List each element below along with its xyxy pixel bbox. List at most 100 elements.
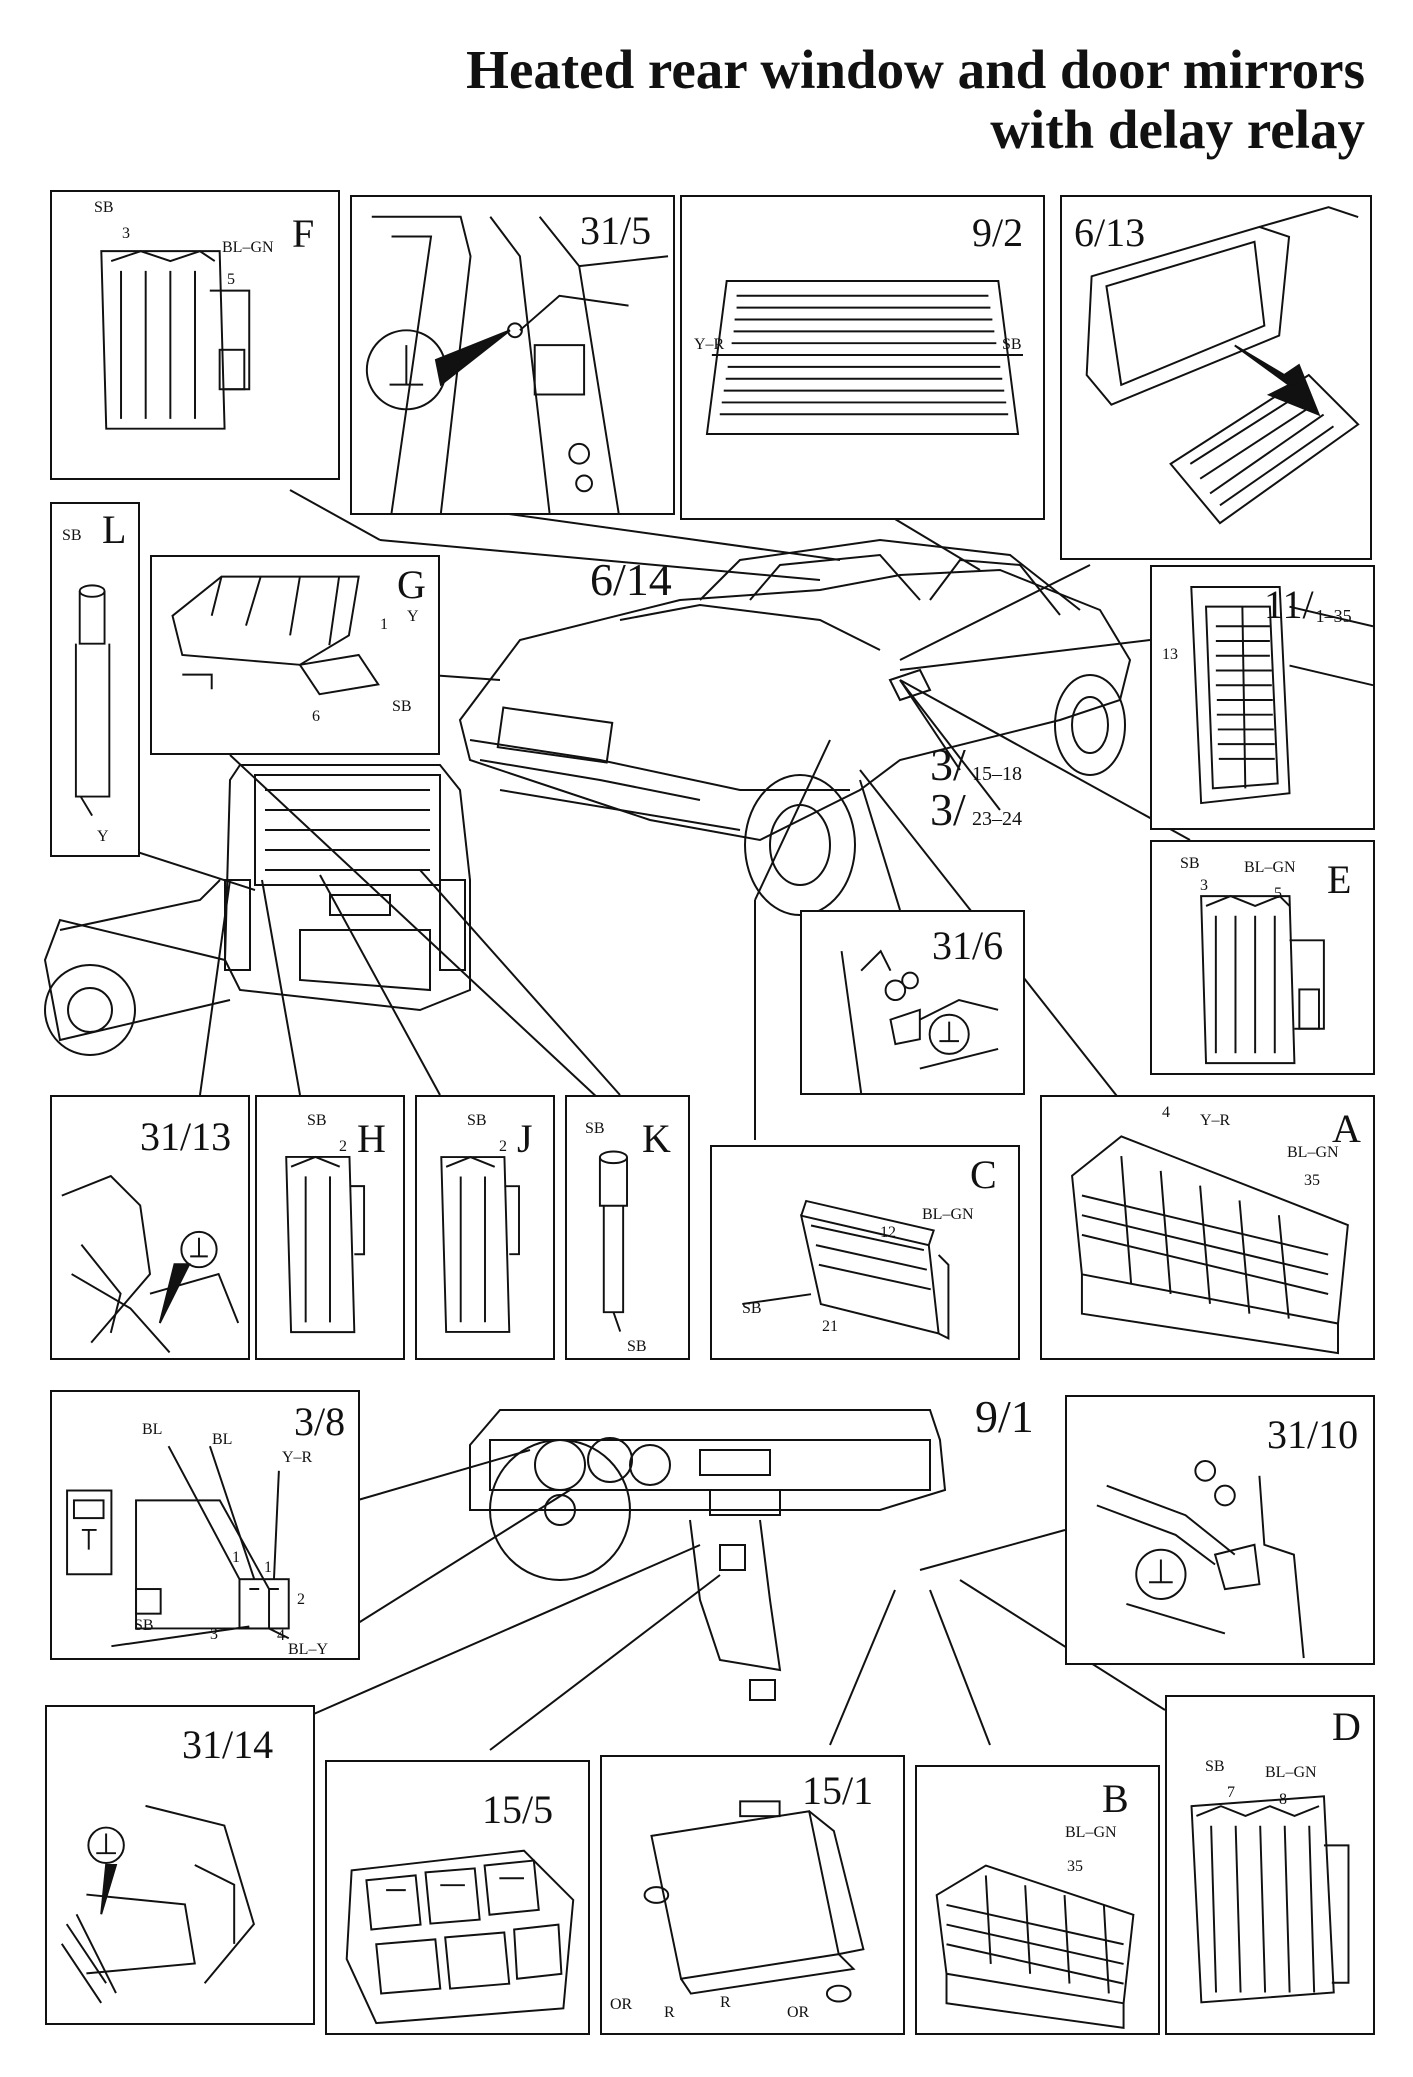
relay-box-icon — [345, 1849, 575, 2025]
panel-11-1-35: 11/1–35 13 — [1150, 565, 1375, 830]
callout-3-15-18-sub: 15–18 — [972, 763, 1022, 785]
wire-label-bl-y: BL–Y — [288, 1641, 328, 1658]
connector-icon — [285, 1155, 366, 1334]
callout-3-15-18: 3/ — [930, 739, 966, 790]
panel-31-10: 31/10 — [1065, 1395, 1375, 1665]
car-front-illustration — [458, 538, 1132, 916]
connector-icon — [598, 1150, 628, 1332]
wire-label-sb: SB — [742, 1300, 762, 1317]
connector-letter: A — [1332, 1106, 1361, 1151]
connector-letter: D — [1332, 1704, 1361, 1749]
panel-j: J SB 2 — [415, 1095, 555, 1360]
connector-icon — [74, 584, 111, 817]
panel-code: 31/14 — [182, 1722, 274, 1767]
panel-f: F SB 3 BL–GN 5 — [50, 190, 340, 480]
pin-label: 3 — [122, 225, 130, 242]
panel-9-2: 9/2 Y–R SB — [680, 195, 1045, 520]
fuse-number: 13 — [1162, 646, 1178, 663]
ground-point-icon — [1096, 1460, 1305, 1659]
connector-letter: J — [517, 1116, 533, 1161]
panel-code: 9/2 — [972, 210, 1024, 255]
ground-point-icon — [365, 215, 669, 513]
wire-label-bl: BL — [212, 1431, 233, 1448]
pin-label: 3 — [210, 1626, 218, 1643]
pin-label: 5 — [227, 271, 235, 288]
panel-c: C BL–GN 12 SB 21 — [710, 1145, 1020, 1360]
wire-label-sb: SB — [1180, 855, 1200, 872]
pin-label: 21 — [822, 1318, 838, 1335]
wire-label-bl: BL — [142, 1421, 163, 1438]
panel-3-8: 3/8 BL BL Y–R 1 1 2 SB 3 4 BL–Y — [50, 1390, 360, 1660]
wire-label-y: Y — [407, 608, 419, 625]
panel-31-13: 31/13 — [50, 1095, 250, 1360]
connector-letter: C — [970, 1152, 997, 1197]
pin-label: 7 — [1227, 1784, 1235, 1801]
wire-label-sb: SB — [585, 1120, 605, 1137]
connector-icon — [1190, 1795, 1350, 2004]
wire-label-y-r: Y–R — [1200, 1112, 1231, 1129]
pin-label: 6 — [312, 708, 320, 725]
panel-a: A 4 Y–R BL–GN 35 — [1040, 1095, 1375, 1360]
wire-label-bl-gn: BL–GN — [1287, 1144, 1339, 1161]
ground-point-icon — [61, 1174, 240, 1354]
wire-label-sb: SB — [627, 1338, 647, 1355]
connector-icon — [742, 1199, 950, 1340]
wire-label-or: OR — [610, 1996, 633, 2013]
wire-label-sb: SB — [1205, 1758, 1225, 1775]
wire-label-bl-gn: BL–GN — [1065, 1824, 1117, 1841]
pin-label: 5 — [1274, 885, 1282, 902]
connector-letter: G — [397, 562, 426, 607]
connector-icon — [1200, 894, 1325, 1065]
ground-point-icon — [840, 949, 999, 1093]
callout-leaders — [99, 489, 1191, 1751]
connector-letter: F — [292, 211, 315, 256]
pin-label: 1 — [380, 616, 388, 633]
pin-label: 2 — [297, 1591, 305, 1608]
panel-31-6: 31/6 — [800, 910, 1025, 1095]
relay-module-icon — [643, 1800, 865, 2003]
wagon-rear-illustration — [43, 764, 471, 1056]
mirror-heater-icon — [1085, 206, 1360, 525]
wire-label-bl-gn: BL–GN — [1265, 1764, 1317, 1781]
pin-label: 2 — [499, 1138, 507, 1155]
connector-letter: E — [1327, 857, 1352, 902]
panel-code: 31/13 — [140, 1114, 232, 1159]
page-title: Heated rear window and door mirrors with… — [466, 40, 1365, 160]
wire-label-or: OR — [787, 2004, 810, 2021]
wire-label-sb: SB — [392, 698, 412, 715]
panel-31-14: 31/14 — [45, 1705, 315, 2025]
wire-label-y-r: Y–R — [282, 1449, 313, 1466]
pin-label: 1 — [264, 1559, 272, 1576]
connector-letter: K — [642, 1116, 671, 1161]
panel-31-5: 31/5 — [350, 195, 675, 515]
panel-code-sub: 1–35 — [1315, 606, 1352, 626]
panel-k: K SB SB — [565, 1095, 690, 1360]
wire-label-sb: SB — [134, 1617, 154, 1634]
wire-label-r: R — [720, 1994, 731, 2011]
callout-3-23-24: 3/ — [930, 784, 966, 835]
pin-label: 8 — [1279, 1791, 1287, 1808]
pin-label: 1 — [232, 1549, 240, 1566]
panel-code: 15/5 — [482, 1787, 554, 1832]
rear-window-icon — [705, 279, 1023, 436]
panel-code: 31/5 — [580, 208, 652, 253]
connector-letter: B — [1102, 1776, 1129, 1821]
pin-label: 3 — [1200, 877, 1208, 894]
panel-code: 15/1 — [802, 1768, 874, 1813]
wire-label-y-r: Y–R — [694, 336, 725, 353]
panel-code: 11/1–35 — [1264, 585, 1352, 632]
connector-icon — [1071, 1135, 1349, 1355]
wire-label-sb: SB — [467, 1112, 487, 1129]
panel-h: H SB 2 — [255, 1095, 405, 1360]
panel-d: D SB 7 BL–GN 8 — [1165, 1695, 1375, 2035]
connector-icon — [171, 575, 380, 696]
wire-label-sb: SB — [94, 199, 114, 216]
switch-icon — [66, 1445, 290, 1648]
panel-code: 31/6 — [932, 923, 1004, 968]
panel-6-13: 6/13 — [1060, 195, 1372, 560]
title-line-1: Heated rear window and door mirrors — [466, 39, 1365, 100]
panel-code: 3/8 — [294, 1399, 346, 1444]
pin-label: 4 — [1162, 1104, 1170, 1121]
dashboard-illustration — [469, 1409, 947, 1701]
